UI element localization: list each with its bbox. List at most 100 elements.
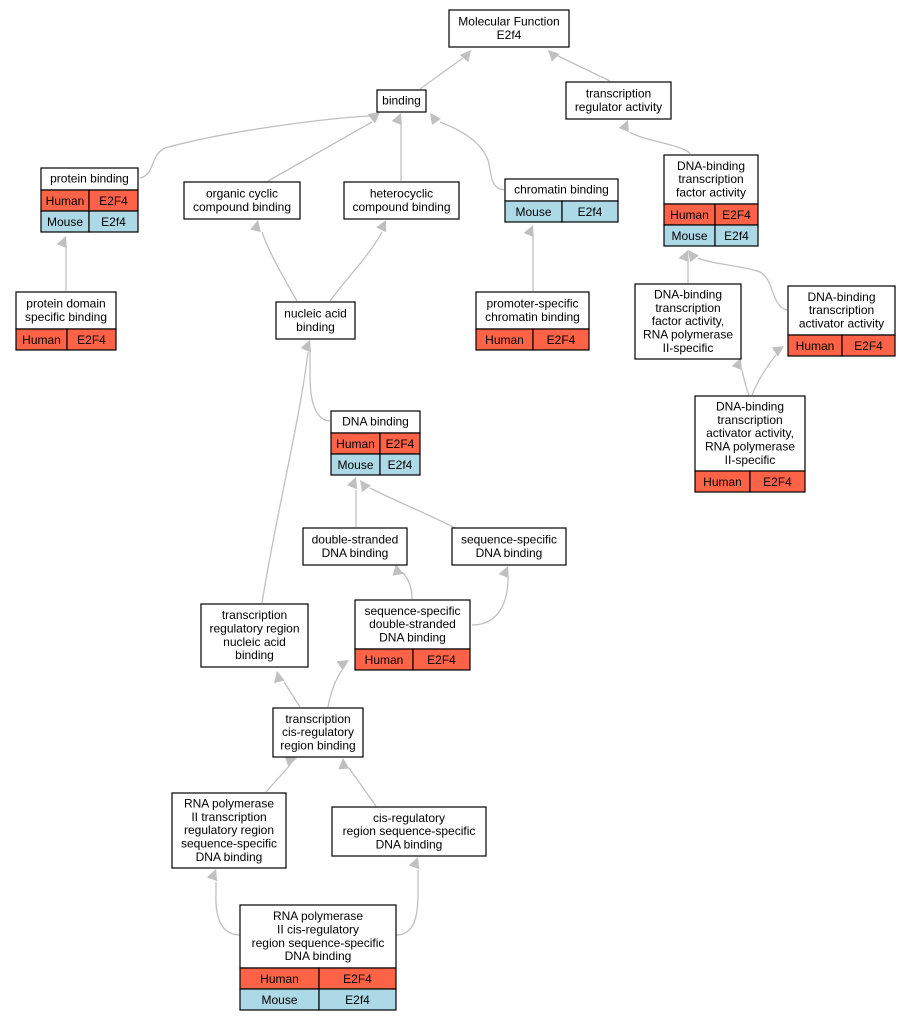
edge-5: [439, 121, 505, 191]
node-label-line: DNA-binding: [677, 159, 745, 173]
gene-cell: [66, 328, 117, 351]
node-label-line: E2f4: [497, 28, 522, 42]
arrowhead-11: [678, 250, 689, 263]
node-label-line: chromatin binding: [485, 310, 580, 324]
node-label-line: DNA-binding: [807, 290, 875, 304]
edge-20: [261, 351, 309, 604]
arrowhead-10: [523, 225, 534, 238]
node-box: [171, 792, 287, 869]
node-label-line: regulatory region: [184, 823, 274, 837]
edge-0: [419, 57, 464, 90]
gene-cell: [318, 988, 397, 1011]
edge-1: [557, 55, 611, 82]
node-label-line: transcription: [285, 712, 350, 726]
node-label-line: compound binding: [352, 200, 450, 214]
edge-2: [139, 115, 371, 179]
node-label-line: sequence-specific: [364, 604, 460, 618]
node-label-line: protein domain: [26, 297, 105, 311]
node-box: [275, 301, 356, 340]
node-label-line: activator activity,: [706, 426, 794, 440]
node-label-line: Molecular Function: [458, 15, 559, 29]
node-label-line: transcription: [717, 413, 782, 427]
node-box: [239, 904, 397, 969]
node-label-line: nucleic acid: [223, 635, 286, 649]
node-label-line: transcription: [655, 301, 720, 315]
node-label-line: binding: [382, 94, 421, 108]
arrowhead-6: [618, 120, 629, 133]
node-label-line: II cis-regulatory: [277, 923, 359, 937]
gene-label: E2f4: [724, 229, 749, 243]
nodes-layer: Molecular FunctionE2f4bindingtranscripti…: [15, 9, 896, 1011]
node-label-line: RNA polymerase: [705, 439, 795, 453]
node-label-line: specific binding: [25, 310, 107, 324]
edge-26: [395, 870, 419, 936]
arrowhead-1: [548, 50, 560, 62]
node-label-line: double-stranded: [312, 533, 399, 547]
node-label-line: sequence-specific: [181, 836, 277, 850]
node-box: [354, 599, 471, 650]
node-label-line: transcription: [678, 172, 743, 186]
gene-label: E2F4: [722, 208, 751, 222]
node-label-line: double-stranded: [369, 617, 456, 631]
node-label-line: binding: [296, 320, 335, 334]
gene-cell: [88, 210, 139, 233]
species-label: Human: [365, 653, 404, 667]
node-box: [451, 527, 567, 566]
gene-label: E2f4: [345, 993, 370, 1007]
node-label-line: II transcription: [191, 810, 266, 824]
node-label-line: transcription: [586, 87, 651, 101]
node-label-line: DNA-binding: [654, 288, 722, 302]
species-label: Human: [485, 333, 524, 347]
gene-cell: [561, 200, 619, 223]
node-label-line: DNA binding: [379, 630, 446, 644]
species-label: Mouse: [337, 458, 373, 472]
arrowhead-23: [284, 756, 297, 767]
arrowhead-3: [368, 112, 380, 124]
node-label-line: compound binding: [193, 200, 291, 214]
edge-24: [348, 767, 377, 807]
gene-label: E2f4: [578, 205, 603, 219]
gene-cell: [532, 328, 590, 351]
arrowhead-21: [274, 671, 285, 683]
edge-6: [629, 131, 691, 155]
node-label-line: binding: [235, 648, 274, 662]
node-box: [15, 291, 117, 330]
go-term-node-bind[interactable]: binding: [376, 89, 427, 113]
node-box: [376, 89, 427, 113]
arrowhead-12: [688, 250, 699, 263]
node-label-line: DNA binding: [376, 837, 443, 851]
node-label-line: protein binding: [50, 172, 129, 186]
edge-9: [329, 231, 383, 302]
node-box: [183, 181, 301, 220]
node-label-line: II-specific: [725, 453, 776, 467]
species-label: Human: [670, 208, 709, 222]
edge-22: [327, 669, 343, 708]
arrowhead-5: [430, 113, 441, 126]
gene-label: E2f4: [388, 458, 413, 472]
node-box: [331, 806, 487, 857]
species-label: Human: [336, 437, 375, 451]
